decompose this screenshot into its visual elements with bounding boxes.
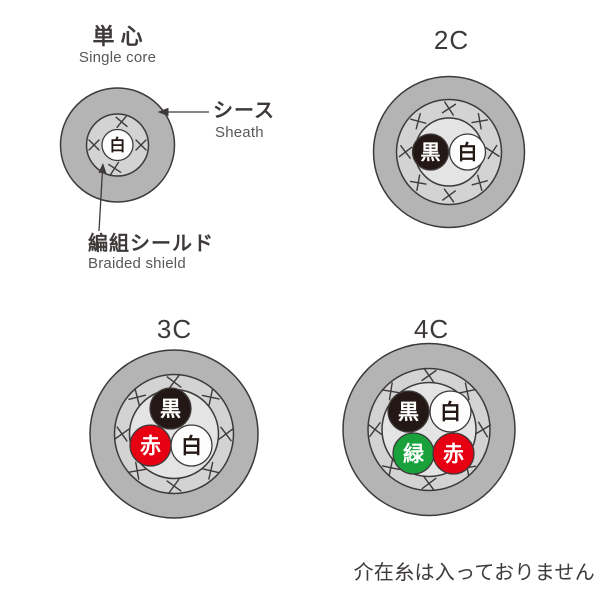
sheath-arrowhead <box>157 107 169 117</box>
braided-shield-arrowhead <box>98 163 107 174</box>
core-red-circle <box>432 432 475 475</box>
core-white-circle <box>101 128 134 162</box>
annotation-arrows <box>98 107 209 232</box>
shield-mark-x <box>166 478 182 494</box>
core-black: 黒 <box>411 133 450 171</box>
core-black-circle <box>149 387 192 430</box>
shield-mark-x <box>442 188 456 203</box>
shield-marks <box>398 101 500 203</box>
core-black-label: 黒 <box>398 401 419 424</box>
braided-shield-arrow <box>98 163 107 232</box>
core-red: 赤 <box>432 432 475 475</box>
shield-mark-x <box>218 426 234 442</box>
shield-mark-x <box>108 161 122 175</box>
core-black: 黒 <box>387 390 430 433</box>
cable-3c-title: 3C <box>156 314 193 344</box>
cable-4c: 黒白緑赤 <box>342 342 516 517</box>
core-white-circle <box>448 133 487 171</box>
shield-mark-x <box>114 426 130 442</box>
single-core-title-jp: 単心 <box>92 24 149 49</box>
shield-mark-x <box>128 461 147 480</box>
shield-mark-x <box>471 174 488 191</box>
cable-4c-title: 4C <box>413 314 450 344</box>
cable-2c-title: 2C <box>433 25 470 55</box>
footnote-no-filler-yarn: 介在糸は入っておりません <box>353 562 595 584</box>
core-white: 白 <box>429 390 472 433</box>
shield-mark-x <box>115 115 128 128</box>
cable-single-core: 白 <box>59 87 176 203</box>
shield-mark-x <box>381 382 400 401</box>
shield-mark-x <box>441 101 457 116</box>
shield-mark-x <box>410 113 427 130</box>
core-red-label: 赤 <box>140 435 161 458</box>
core-white-label: 白 <box>181 434 202 458</box>
core-green-label: 緑 <box>403 442 425 466</box>
core-red: 赤 <box>129 424 172 467</box>
shield-marks <box>88 115 147 175</box>
core-white-circle <box>170 424 213 467</box>
core-black-label: 黒 <box>160 398 181 421</box>
shield-mark-x <box>201 388 220 407</box>
core-white: 白 <box>170 424 213 467</box>
core-red-label: 赤 <box>443 443 464 466</box>
shield-mark-x <box>471 112 489 130</box>
braided-shield-label-jp: 編組シールド <box>88 233 214 255</box>
shield-mark-x <box>381 458 400 477</box>
single-core-title-en: Single core <box>78 49 157 66</box>
sheath-label-en: Sheath <box>215 124 264 141</box>
shield-mark-x <box>201 461 220 480</box>
core-white: 白 <box>448 133 487 171</box>
shield-mark-x <box>166 374 182 390</box>
core-black-circle <box>411 133 450 171</box>
shield-marks <box>114 374 234 494</box>
shield-mark-x <box>135 139 147 151</box>
cable-2c: 黒白 <box>372 75 526 229</box>
core-white: 白 <box>101 128 134 162</box>
core-green: 緑 <box>392 432 435 475</box>
cable-3c: 黒赤白 <box>89 349 259 519</box>
core-white-label: 白 <box>109 136 125 155</box>
shield-mark-x <box>485 144 500 160</box>
shield-mark-x <box>367 422 383 437</box>
shield-mark-x <box>409 174 427 192</box>
core-black: 黒 <box>149 387 192 430</box>
shield-mark-x <box>458 382 477 401</box>
sheath-arrow <box>157 107 209 117</box>
core-white-label: 白 <box>458 140 478 164</box>
shield-mark-x <box>88 139 100 151</box>
shield-mark-x <box>421 476 437 491</box>
shield-mark-x <box>421 367 437 384</box>
shield-mark-x <box>475 421 491 438</box>
shield-mark-x <box>128 388 147 407</box>
shield-mark-x <box>398 145 413 159</box>
core-black-label: 黒 <box>421 141 441 164</box>
core-black-circle <box>387 390 430 433</box>
core-white-label: 白 <box>440 400 461 424</box>
core-white-circle <box>429 390 472 433</box>
braided-shield-label-en: Braided shield <box>88 255 186 272</box>
sheath-label-jp: シース <box>213 100 275 122</box>
